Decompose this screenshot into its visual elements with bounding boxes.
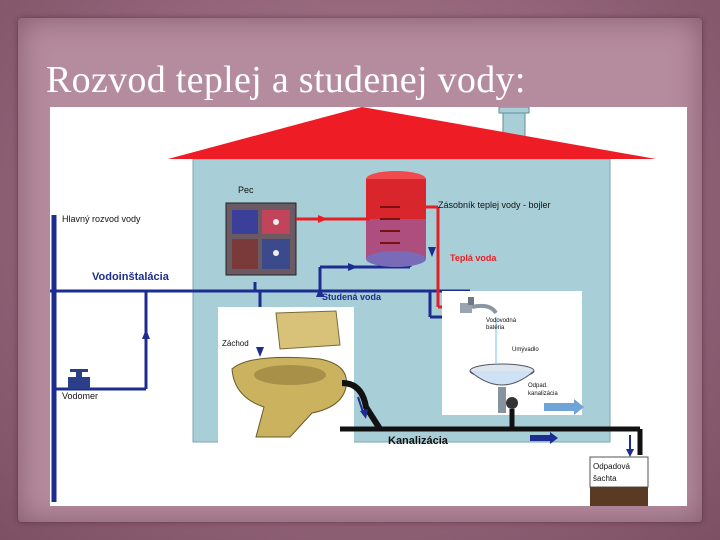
label-boiler: Zásobník teplej vody - bojler xyxy=(438,200,551,210)
label-sewer: Kanalizácia xyxy=(388,435,449,447)
roof xyxy=(168,107,656,159)
label-stove: Pec xyxy=(238,185,254,195)
plumbing-diagram: Hlavný rozvod vody Vodoinštalácia Vodome… xyxy=(50,107,687,506)
waste-shaft xyxy=(590,487,648,506)
label-water-installation: Vodoinštalácia xyxy=(92,271,170,283)
water-meter-icon xyxy=(68,377,90,389)
sink-basin xyxy=(469,363,535,413)
chimney-cap xyxy=(498,107,530,114)
flow-arrow xyxy=(530,432,558,444)
label-sink: Umývadlo xyxy=(512,347,539,353)
boiler xyxy=(366,171,426,267)
toilet-image xyxy=(231,310,347,438)
toilet-drain-pipe xyxy=(341,380,383,431)
waste-flow-arrow xyxy=(544,399,584,415)
label-main-supply: Hlavný rozvod vody xyxy=(62,214,141,224)
label-water-meter: Vodomer xyxy=(62,391,98,401)
label-cold-water: Studená voda xyxy=(322,292,382,302)
flow-arrow xyxy=(360,409,368,419)
slide-title: Rozvod teplej a studenej vody: xyxy=(46,59,526,101)
flow-arrow xyxy=(256,347,264,357)
label-waste-shaft-line2: šachta xyxy=(593,474,617,483)
label-waste-line1: Odpad. xyxy=(528,383,548,389)
stove-image xyxy=(225,202,297,276)
water-meter-handle xyxy=(70,369,88,372)
flow-arrow xyxy=(316,287,324,297)
flow-arrow xyxy=(428,247,436,257)
label-tap-line2: batéria xyxy=(486,325,505,331)
label-waste-shaft-line1: Odpadová xyxy=(593,462,630,471)
label-waste-line2: kanalizácia xyxy=(528,391,558,397)
label-hot-water: Teplá voda xyxy=(450,253,497,263)
waste-shaft-label-box xyxy=(589,456,649,488)
tap-image xyxy=(460,297,498,315)
flow-arrow xyxy=(142,329,150,339)
flow-arrow xyxy=(626,449,634,457)
label-tap-line1: Vodovodná xyxy=(486,318,517,324)
flow-arrow xyxy=(318,215,328,223)
label-toilet: Záchod xyxy=(222,339,249,348)
water-meter-valve xyxy=(76,370,82,378)
flow-arrow xyxy=(348,263,358,271)
